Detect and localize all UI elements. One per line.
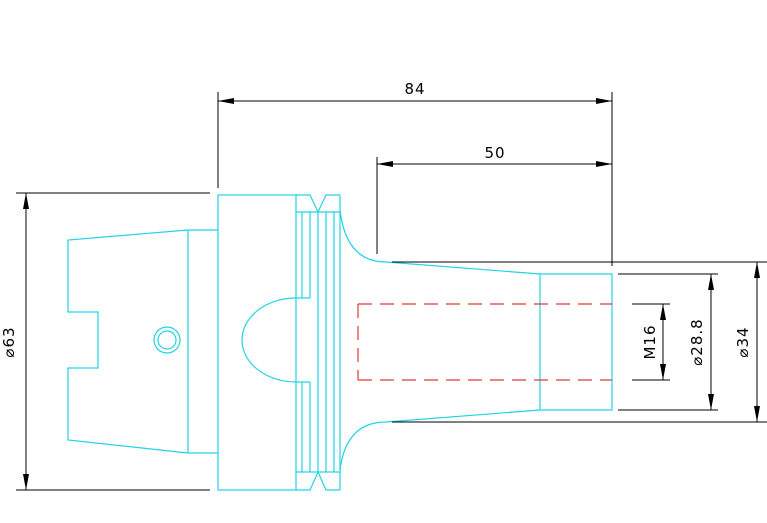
arrow-d28-top	[708, 274, 714, 290]
dimension-m16: M16	[632, 303, 670, 381]
fillet-top	[339, 209, 387, 263]
arrow-d28-bottom	[708, 394, 714, 410]
dimension-d34: ⌀34	[392, 261, 767, 423]
tool-holder-outline	[67, 194, 613, 491]
arrow-d63-top	[23, 193, 29, 209]
shank-outline	[67, 229, 218, 454]
arrow-50-right	[596, 161, 612, 167]
dimension-84: 84	[217, 80, 613, 266]
dim-text-50: 50	[484, 144, 505, 162]
v-groove-top	[296, 194, 340, 214]
dim-text-d63: ⌀63	[0, 326, 18, 357]
arrow-d34-bottom	[754, 406, 760, 422]
dim-text-m16: M16	[641, 324, 659, 359]
flange-body	[217, 194, 297, 491]
dimension-d28-8: ⌀28.8	[618, 273, 718, 411]
arrow-50-left	[377, 161, 393, 167]
arrow-m16-top	[660, 304, 666, 320]
taper-nose	[385, 261, 613, 423]
dim-text-d28-8: ⌀28.8	[688, 318, 706, 365]
arrow-84-left	[218, 98, 234, 104]
dimension-50: 50	[376, 144, 612, 254]
drive-slot	[241, 297, 297, 383]
arrow-d63-bottom	[23, 474, 29, 490]
dim-text-d34: ⌀34	[734, 326, 752, 357]
cross-hole-inner	[157, 330, 177, 350]
cross-hole-outer	[153, 326, 181, 354]
arrow-84-right	[596, 98, 612, 104]
dim-text-84: 84	[404, 80, 425, 98]
v-groove-bottom	[296, 470, 340, 491]
fillet-bottom	[339, 421, 387, 471]
arrow-m16-bottom	[660, 364, 666, 380]
arrow-d34-top	[754, 262, 760, 278]
dimension-d63: ⌀63	[0, 192, 210, 491]
hidden-thread-bore	[357, 303, 612, 381]
